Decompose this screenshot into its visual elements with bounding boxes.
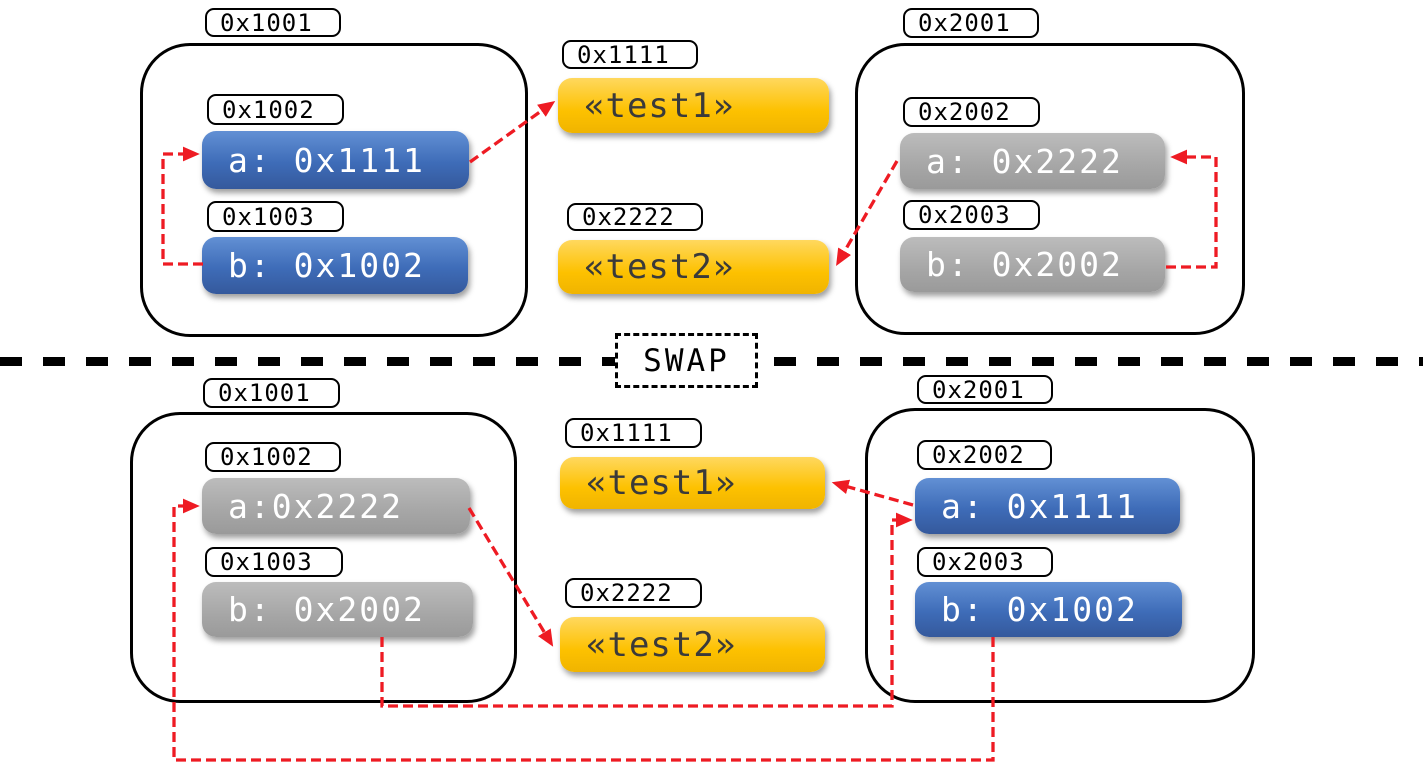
before-string1-address-tab: 0x1111 bbox=[562, 40, 698, 69]
after-obj2-slot-a-cell: a: 0x1111 bbox=[915, 478, 1180, 534]
after-object1-address-tab: 0x1001 bbox=[203, 378, 340, 408]
before-string1-cell: «test1» bbox=[558, 78, 829, 133]
slot-value: b: 0x2002 bbox=[926, 245, 1123, 284]
after-obj1-slot-a-address-tab: 0x1002 bbox=[205, 442, 341, 472]
slot-value: a: 0x1111 bbox=[228, 140, 425, 180]
address-label: 0x1002 bbox=[220, 443, 313, 471]
after-obj2-slot-a-address-tab: 0x2002 bbox=[917, 440, 1052, 470]
slot-value: a: 0x1111 bbox=[941, 486, 1138, 526]
address-label: 0x2002 bbox=[932, 441, 1025, 469]
address-label: 0x1111 bbox=[577, 40, 670, 69]
string-value: «test1» bbox=[586, 463, 737, 503]
after-obj2-slot-b-address-tab: 0x2003 bbox=[917, 547, 1053, 577]
before-obj1-slot-a-address-tab: 0x1002 bbox=[207, 94, 344, 125]
address-label: 0x2003 bbox=[932, 548, 1025, 576]
slot-value: a: 0x2222 bbox=[926, 141, 1123, 181]
address-label: 0x1001 bbox=[220, 8, 313, 37]
address-label: 0x1002 bbox=[222, 95, 315, 124]
swap-label-box: SWAP bbox=[615, 333, 758, 388]
before-obj1-slot-a-cell: a: 0x1111 bbox=[202, 131, 469, 189]
address-label: 0x1001 bbox=[218, 379, 311, 407]
before-obj1-slot-b-cell: b: 0x1002 bbox=[202, 237, 468, 294]
after-string2-cell: «test2» bbox=[560, 617, 825, 672]
slot-value: b: 0x2002 bbox=[228, 590, 425, 629]
after-string2-address-tab: 0x2222 bbox=[565, 578, 702, 608]
slot-value: b: 0x1002 bbox=[941, 590, 1138, 629]
before-string2-cell: «test2» bbox=[558, 240, 829, 294]
address-label: 0x2222 bbox=[582, 203, 675, 231]
before-object2-address-tab: 0x2001 bbox=[903, 8, 1039, 38]
slot-value: a:0x2222 bbox=[228, 486, 403, 526]
after-obj1-slot-b-address-tab: 0x1003 bbox=[205, 547, 343, 577]
address-label: 0x2001 bbox=[932, 375, 1025, 404]
string-value: «test2» bbox=[586, 624, 737, 665]
string-value: «test2» bbox=[584, 247, 735, 287]
address-label: 0x2222 bbox=[580, 579, 673, 607]
before-obj2-slot-a-address-tab: 0x2002 bbox=[903, 97, 1040, 127]
before-string2-address-tab: 0x2222 bbox=[567, 203, 703, 231]
address-label: 0x2003 bbox=[918, 201, 1011, 229]
before-obj2-slot-a-cell: a: 0x2222 bbox=[900, 133, 1165, 189]
before-object1-address-tab: 0x1001 bbox=[205, 8, 341, 37]
before-obj1-slot-b-address-tab: 0x1003 bbox=[207, 201, 344, 232]
after-string1-cell: «test1» bbox=[560, 457, 825, 509]
string-value: «test1» bbox=[584, 85, 735, 126]
after-obj1-slot-b-cell: b: 0x2002 bbox=[202, 582, 473, 637]
address-label: 0x1111 bbox=[580, 419, 673, 447]
swap-label: SWAP bbox=[643, 342, 730, 379]
after-string1-address-tab: 0x1111 bbox=[565, 418, 702, 448]
after-object2-address-tab: 0x2001 bbox=[917, 375, 1053, 404]
after-obj1-slot-a-cell: a:0x2222 bbox=[202, 478, 470, 534]
address-label: 0x1003 bbox=[220, 548, 313, 576]
before-obj2-slot-b-address-tab: 0x2003 bbox=[903, 200, 1040, 230]
address-label: 0x1003 bbox=[222, 202, 315, 231]
address-label: 0x2001 bbox=[918, 9, 1011, 37]
after-obj2-slot-b-cell: b: 0x1002 bbox=[915, 582, 1182, 637]
slot-value: b: 0x1002 bbox=[228, 246, 425, 285]
before-obj2-slot-b-cell: b: 0x2002 bbox=[900, 237, 1165, 292]
address-label: 0x2002 bbox=[918, 98, 1011, 126]
